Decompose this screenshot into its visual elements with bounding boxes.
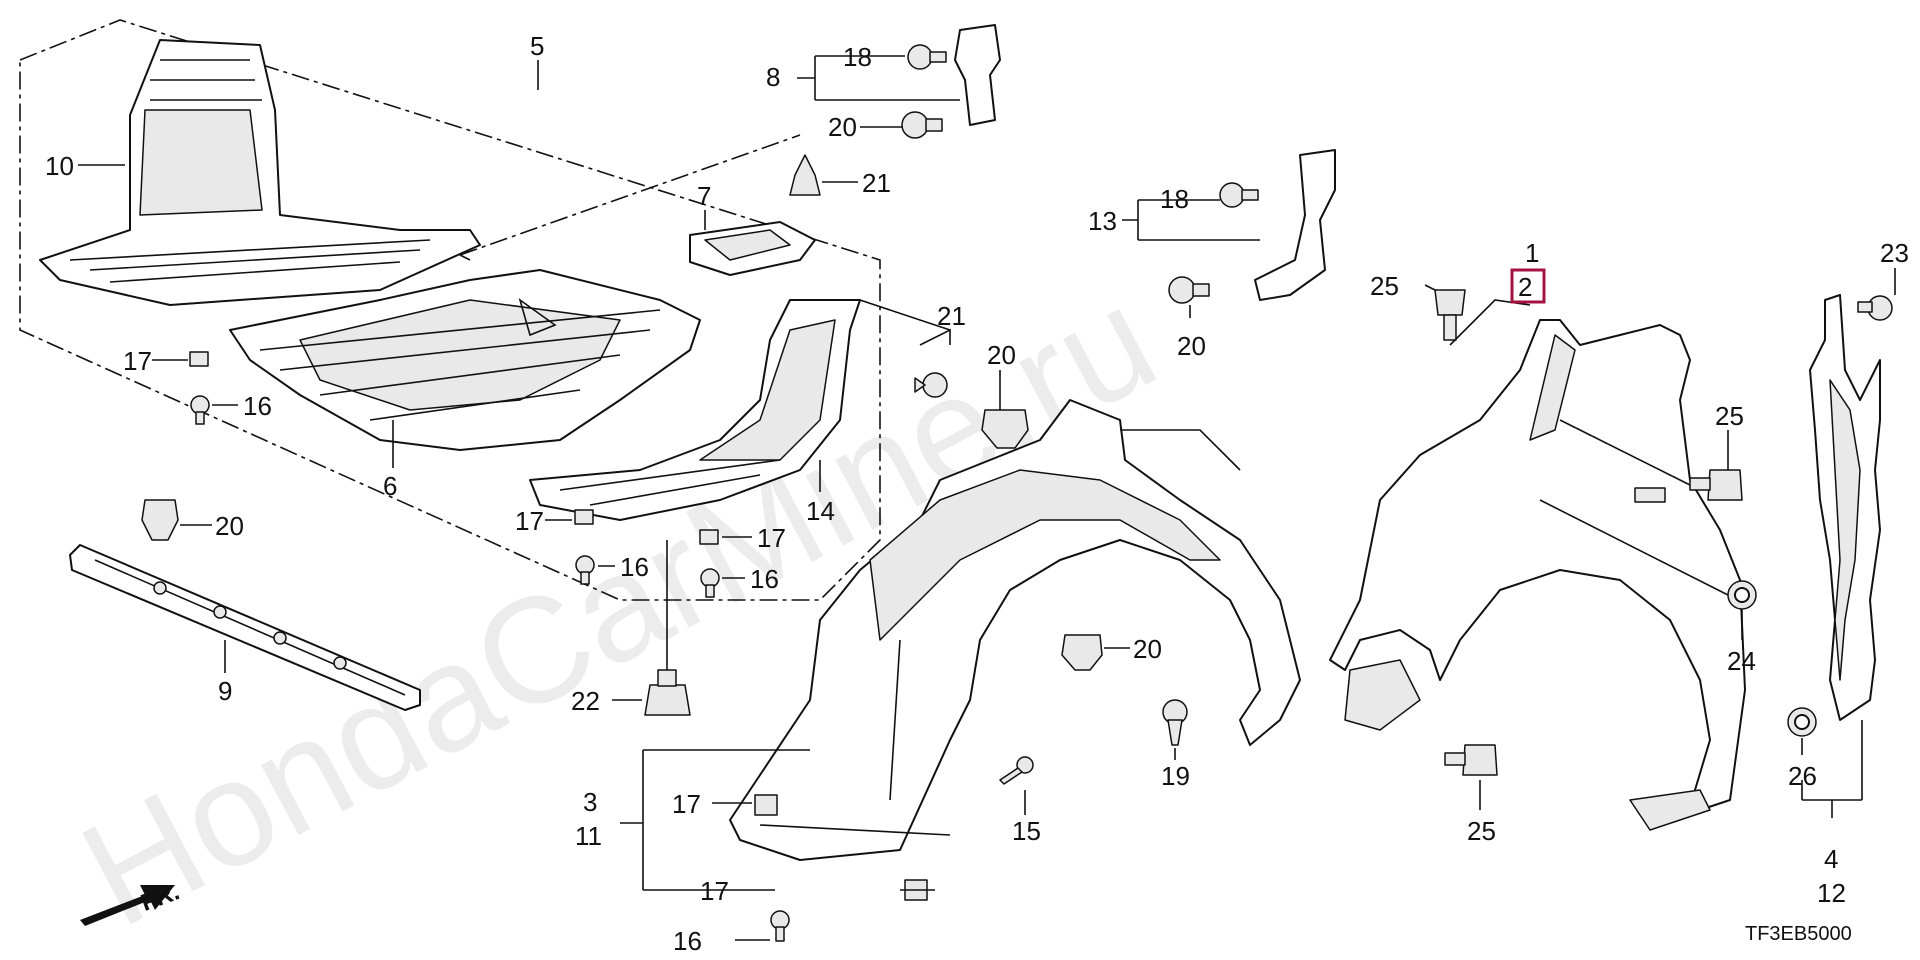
callout-23: 23 <box>1880 238 1909 268</box>
callout-7: 7 <box>697 181 711 211</box>
fastener-clip-19[interactable] <box>1162 699 1188 746</box>
callout-15: 15 <box>1012 816 1041 846</box>
callout-21a: 21 <box>862 168 891 198</box>
callout-16d: 16 <box>673 926 702 956</box>
part-1-2-front-fender[interactable] <box>1329 319 1746 831</box>
fastener-clip-21a[interactable] <box>789 154 821 196</box>
part-9-seal-strip[interactable] <box>69 544 421 711</box>
callout-2-highlight-box <box>1510 268 1546 304</box>
callout-3: 3 <box>583 787 597 817</box>
fastener-clip-24[interactable] <box>1727 580 1757 610</box>
fastener-clip-20b[interactable] <box>901 111 943 139</box>
fastener-screw-16c[interactable] <box>700 568 720 598</box>
part-10-under-cover[interactable] <box>39 39 481 306</box>
fastener-screw-16a[interactable] <box>190 395 210 425</box>
callout-12: 12 <box>1817 878 1846 908</box>
fastener-bolt-23[interactable] <box>1857 295 1893 321</box>
callout-17a: 17 <box>123 346 152 376</box>
callout-25c: 25 <box>1467 816 1496 846</box>
callout-16c: 16 <box>750 564 779 594</box>
callout-2: 2 <box>1518 272 1532 302</box>
callout-11: 11 <box>575 821 602 851</box>
fastener-bolt-25a[interactable] <box>1434 289 1466 341</box>
callout-20b: 20 <box>1177 331 1206 361</box>
leader-lines <box>78 55 1896 941</box>
callout-21b: 21 <box>937 301 966 331</box>
part-13-bracket[interactable] <box>1254 149 1336 301</box>
callout-16b: 16 <box>620 552 649 582</box>
callout-24: 24 <box>1727 646 1756 676</box>
fastener-clip-20a[interactable] <box>141 499 179 541</box>
part-8-bracket[interactable] <box>954 24 1001 126</box>
callout-5: 5 <box>530 31 544 61</box>
callout-8: 8 <box>766 62 780 92</box>
callout-6: 6 <box>383 471 397 501</box>
part-14-under-cover[interactable] <box>529 299 861 521</box>
callout-1: 1 <box>1525 238 1539 268</box>
callout-17e: 17 <box>700 876 729 906</box>
callout-18b: 18 <box>1160 184 1189 214</box>
callout-20e: 20 <box>1133 634 1162 664</box>
callout-18a: 18 <box>843 42 872 72</box>
fastener-screw-15[interactable] <box>999 756 1034 785</box>
fastener-clip-17c[interactable] <box>699 529 719 545</box>
fastener-bolt-18a[interactable] <box>907 44 947 70</box>
callout-9: 9 <box>218 676 232 706</box>
fastener-clip-20e[interactable] <box>1061 634 1103 671</box>
callout-25a: 25 <box>1370 271 1399 301</box>
part-7-bracket[interactable] <box>689 221 816 276</box>
fastener-clip-17d[interactable] <box>754 794 778 816</box>
callout-20a: 20 <box>828 112 857 142</box>
fastener-clip-22[interactable] <box>644 669 691 716</box>
callout-17b: 17 <box>515 506 544 536</box>
callout-14: 14 <box>806 496 835 526</box>
callout-20d: 20 <box>215 511 244 541</box>
part-3-11-inner-fender[interactable] <box>729 399 1301 861</box>
part-6-under-cover[interactable] <box>229 269 701 451</box>
callout-20c: 20 <box>987 340 1016 370</box>
callout-13: 13 <box>1088 206 1117 236</box>
callout-10: 10 <box>45 151 74 181</box>
fastener-bolt-25b[interactable] <box>1689 469 1743 501</box>
callout-labels: 5 8 18 20 21 10 7 13 18 20 21 20 17 16 6… <box>45 31 1909 956</box>
fastener-clip-17a[interactable] <box>189 351 209 367</box>
callout-19: 19 <box>1161 761 1190 791</box>
diagram-code: TF3EB5000 <box>1745 923 1852 945</box>
fastener-clip-20c[interactable] <box>1168 276 1210 304</box>
callout-17d: 17 <box>672 789 701 819</box>
callout-17c: 17 <box>757 523 786 553</box>
part-4-12-fender-bracket[interactable] <box>1809 294 1881 721</box>
callout-25b: 25 <box>1715 401 1744 431</box>
fastener-clip-20d[interactable] <box>981 409 1029 449</box>
callout-16a: 16 <box>243 391 272 421</box>
fastener-clip-21b[interactable] <box>914 372 948 398</box>
callout-22: 22 <box>571 686 600 716</box>
fastener-clip-17b[interactable] <box>574 509 594 525</box>
fastener-screw-16d[interactable] <box>770 910 790 942</box>
callout-26: 26 <box>1788 761 1817 791</box>
fastener-bolt-18b[interactable] <box>1219 182 1259 208</box>
fastener-bolt-25c[interactable] <box>1444 744 1498 776</box>
fastener-screw-16b[interactable] <box>575 555 595 585</box>
fastener-clip-26[interactable] <box>1787 707 1817 737</box>
callout-4: 4 <box>1824 844 1838 874</box>
